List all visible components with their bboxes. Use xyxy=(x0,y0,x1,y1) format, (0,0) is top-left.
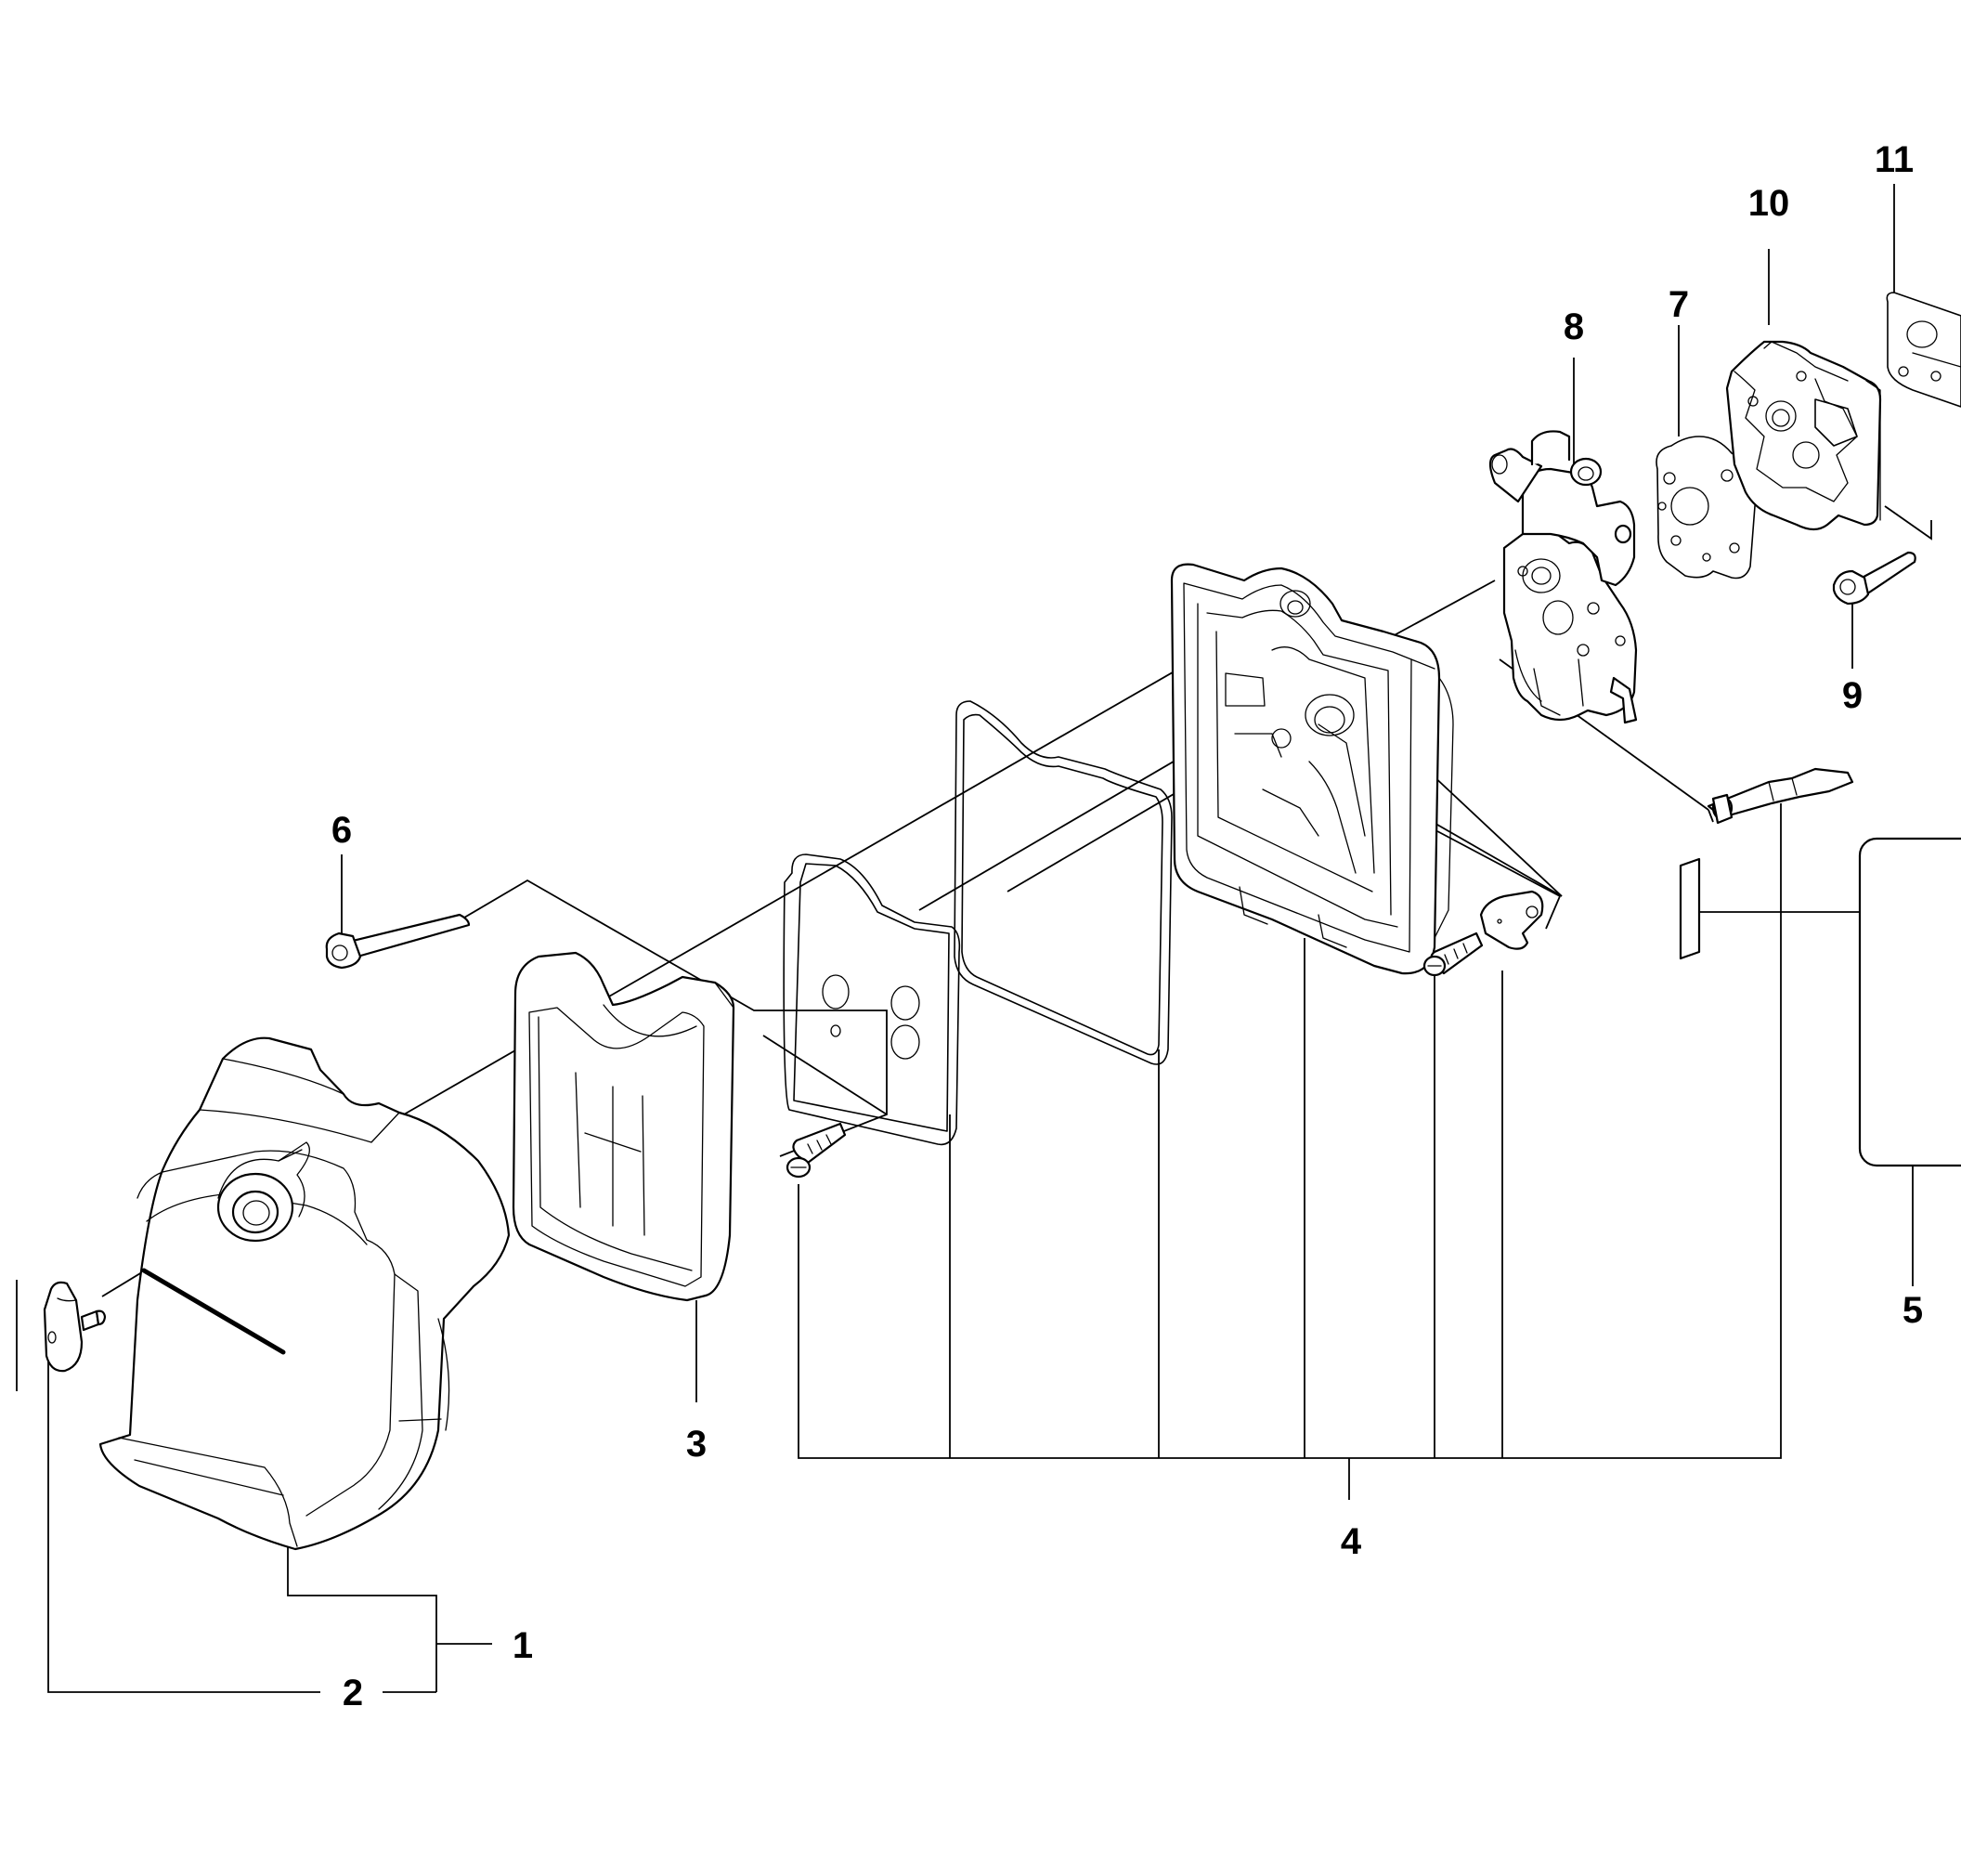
callout-5: 5 xyxy=(1903,1290,1923,1331)
bolt-short xyxy=(1832,551,1916,606)
callouts: 1 2 3 4 5 6 7 8 9 10 11 xyxy=(331,139,1923,1713)
screw-small-left xyxy=(786,1122,847,1179)
callout-4: 4 xyxy=(1341,1521,1362,1562)
seal-ring xyxy=(954,700,1173,1065)
callout-9: 9 xyxy=(1842,675,1863,716)
bracket-plate xyxy=(1479,890,1544,950)
filter-gasket-plate xyxy=(783,853,961,1146)
callout-8: 8 xyxy=(1564,306,1584,347)
callout-1: 1 xyxy=(513,1625,533,1666)
screw-small-right xyxy=(1422,931,1484,977)
callout-2: 2 xyxy=(343,1673,363,1713)
decal-label xyxy=(1858,837,1961,1167)
filter-housing xyxy=(1170,563,1454,975)
callout-3: 3 xyxy=(686,1424,707,1465)
callout-6: 6 xyxy=(331,810,352,851)
label-plate xyxy=(1679,857,1701,960)
carburetor xyxy=(1488,430,1638,724)
intake-adapter xyxy=(1725,340,1882,531)
callout-7: 7 xyxy=(1669,284,1689,325)
air-filter-cover xyxy=(98,1036,511,1551)
callout-11: 11 xyxy=(1875,139,1914,180)
filter-element xyxy=(512,951,735,1302)
bolt-long xyxy=(325,913,471,970)
callout-10: 10 xyxy=(1748,183,1790,224)
adapter-gasket xyxy=(1886,292,1961,408)
cover-knob xyxy=(43,1281,107,1373)
choke-lever xyxy=(1707,767,1854,825)
